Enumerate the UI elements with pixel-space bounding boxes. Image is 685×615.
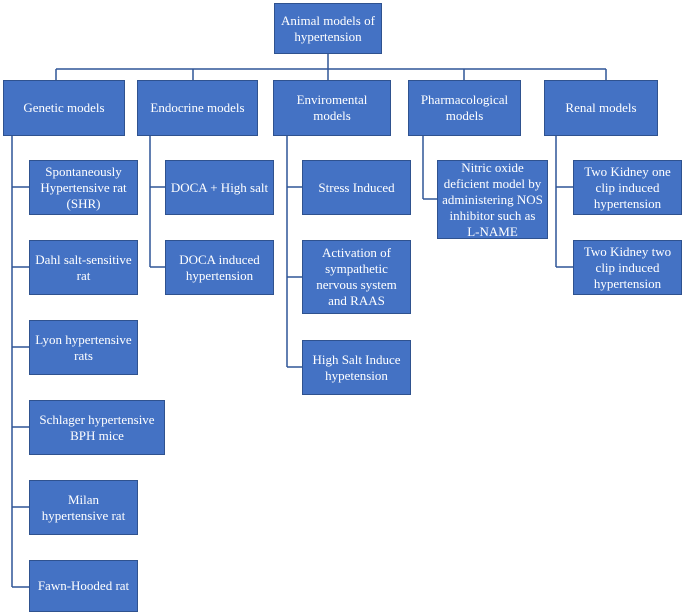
node-sympathetic-raas: Activation of sympathetic nervous system… [302, 240, 411, 314]
node-two-kidney-one-clip: Two Kidney one clip induced hypertension [573, 160, 682, 215]
node-shr: Spontaneously Hypertensive rat (SHR) [29, 160, 138, 215]
node-two-kidney-two-clip: Two Kidney two clip induced hypertension [573, 240, 682, 295]
node-lyon-hypertensive: Lyon hypertensive rats [29, 320, 138, 375]
category-endocrine-models: Endocrine models [137, 80, 258, 136]
node-doca-high-salt: DOCA + High salt [165, 160, 274, 215]
node-schlager-bph: Schlager hypertensive BPH mice [29, 400, 165, 455]
category-environmental-models: Enviromental models [273, 80, 391, 136]
root-node: Animal models of hypertension [274, 3, 382, 54]
category-renal-models: Renal models [544, 80, 658, 136]
category-pharmacological-models: Pharmacological models [408, 80, 521, 136]
category-genetic-models: Genetic models [3, 80, 125, 136]
node-high-salt-induce: High Salt Induce hypetension [302, 340, 411, 395]
node-milan-hypertensive: Milan hypertensive rat [29, 480, 138, 535]
node-fawn-hooded: Fawn-Hooded rat [29, 560, 138, 612]
node-doca-induced: DOCA induced hypertension [165, 240, 274, 295]
node-stress-induced: Stress Induced [302, 160, 411, 215]
node-nitric-oxide-deficient: Nitric oxide deficient model by administ… [437, 160, 548, 239]
node-dahl-salt-sensitive: Dahl salt-sensitive rat [29, 240, 138, 295]
